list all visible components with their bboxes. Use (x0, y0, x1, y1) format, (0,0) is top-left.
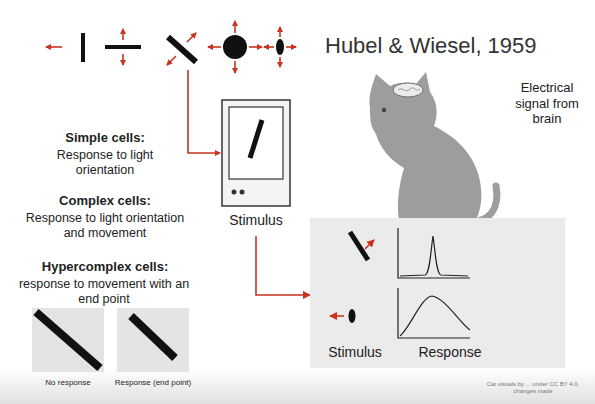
cell-type-description: response to movement with an end point (15, 277, 193, 307)
cell-type-description: Response to light orientation and moveme… (20, 211, 190, 241)
end-point-example: No response (32, 308, 104, 372)
monitor-screen (229, 107, 283, 179)
graph-axes (398, 288, 470, 338)
end-point-example-graphic (32, 308, 104, 372)
graph-axes (398, 228, 470, 278)
cat-illustration-graphic (360, 68, 505, 228)
panel-column-label: Response (405, 344, 495, 360)
bar-stimuli (81, 33, 284, 62)
monitor-case (222, 100, 290, 206)
cat-eye (382, 108, 386, 112)
motion-arrow (365, 240, 374, 249)
example-ground (32, 308, 104, 372)
motion-arrows (46, 21, 296, 73)
stimulus-pointer (188, 70, 220, 153)
end-point-example: Response (end point) (117, 308, 189, 372)
cat-body (369, 72, 481, 226)
brain-folds (398, 88, 420, 91)
monitor-bar (250, 120, 262, 158)
stimulus-monitor: Stimulus (216, 100, 296, 234)
signal-label: Electrical signal from brain (505, 80, 589, 127)
monitor-button (240, 190, 245, 195)
example-caption: No response (26, 378, 110, 387)
response-hump (400, 296, 470, 336)
cell-type-heading: Simple cells: (30, 130, 180, 146)
stimulus-label: Stimulus (216, 212, 296, 228)
example-ground (117, 308, 189, 372)
motion-arrow (330, 315, 344, 317)
cell-type-heading: Hypercomplex cells: (15, 259, 195, 275)
example-bar (36, 312, 100, 368)
stimulus-bar (350, 232, 368, 260)
example-caption: Response (end point) (111, 378, 195, 387)
cat-tail (470, 186, 497, 222)
cat-illustration: Electrical signal from brain (360, 68, 505, 228)
title: Hubel & Wiesel, 1959 (325, 33, 537, 59)
watermark: Cat visuals by ... under CC BY 4.0, chan… (478, 381, 588, 395)
stimulus-spot (349, 309, 356, 323)
panel-ground (310, 218, 565, 368)
end-point-example-graphic (117, 308, 189, 372)
panel-column-label: Stimulus (320, 344, 390, 360)
example-bar (131, 316, 175, 358)
monitor-button (232, 190, 237, 195)
brain-electrode (393, 83, 423, 97)
cell-type-heading: Complex cells: (20, 193, 190, 209)
response-panel: Stimulus Response (310, 218, 565, 368)
signal-connector (256, 236, 310, 295)
response-peak (400, 236, 468, 276)
cell-type-description: Response to light orientation (30, 148, 180, 178)
